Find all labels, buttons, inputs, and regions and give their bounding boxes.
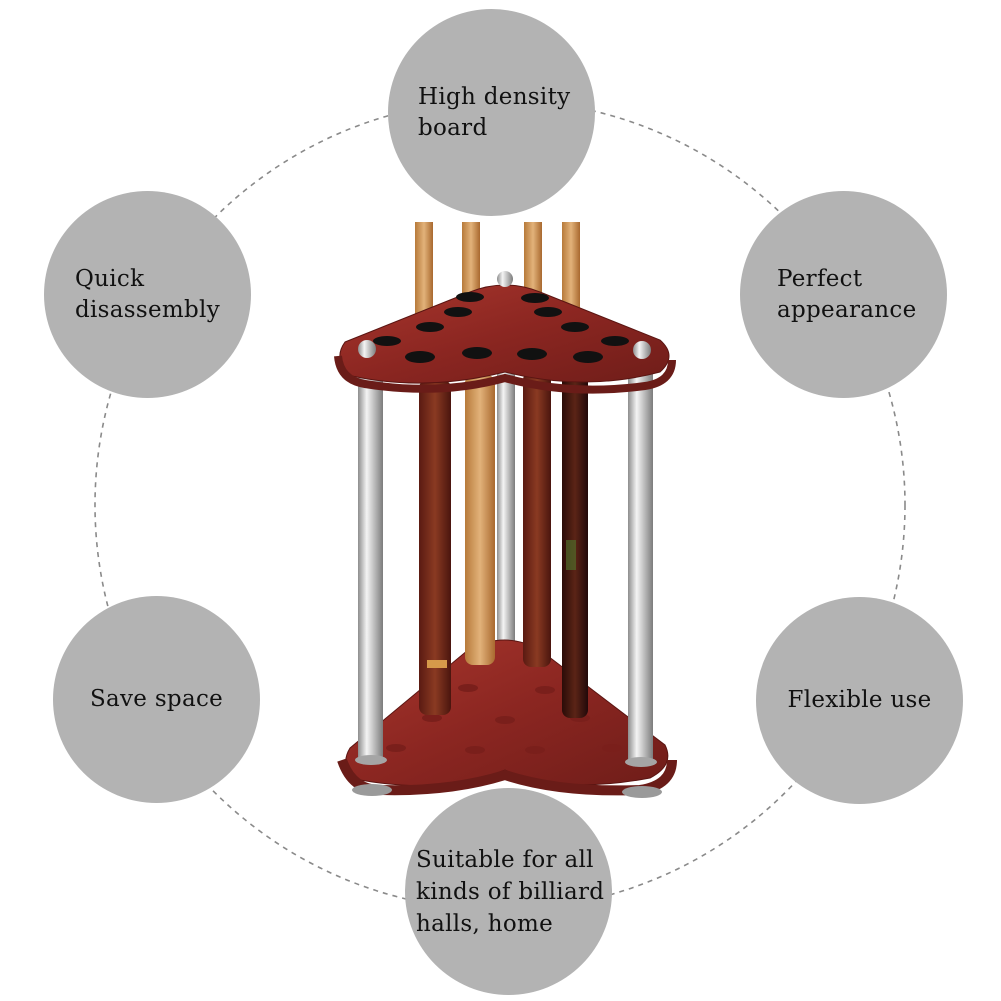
top-board [339, 284, 670, 384]
feature-label: Save space [89, 686, 224, 712]
cue-3 [524, 222, 542, 302]
cue-1 [415, 222, 433, 332]
feature-circle-perfect-appearance: Perfect appearance [740, 191, 947, 398]
feature-label: Flexible use [787, 687, 932, 713]
feature-circle-save-space: Save space [53, 596, 260, 803]
feature-label: Perfect appearance [777, 265, 917, 323]
chrome-bolts [358, 271, 651, 359]
left-pole [358, 360, 383, 760]
feature-label: Suitable for all kinds of billiard halls… [416, 846, 605, 937]
bottom-base [345, 639, 669, 787]
feature-label: Quick disassembly [75, 265, 220, 323]
feature-circle-suitable-for-halls: Suitable for all kinds of billiard halls… [405, 788, 612, 995]
feature-circle-flexible-use: Flexible use [756, 597, 963, 804]
feature-circle-quick-disassembly: Quick disassembly [44, 191, 251, 398]
feature-circle-high-density-board: High density board [388, 9, 595, 216]
top-holes [373, 292, 629, 363]
feature-label: High density board [418, 83, 571, 141]
right-pole [628, 362, 653, 762]
back-pole [497, 360, 515, 645]
